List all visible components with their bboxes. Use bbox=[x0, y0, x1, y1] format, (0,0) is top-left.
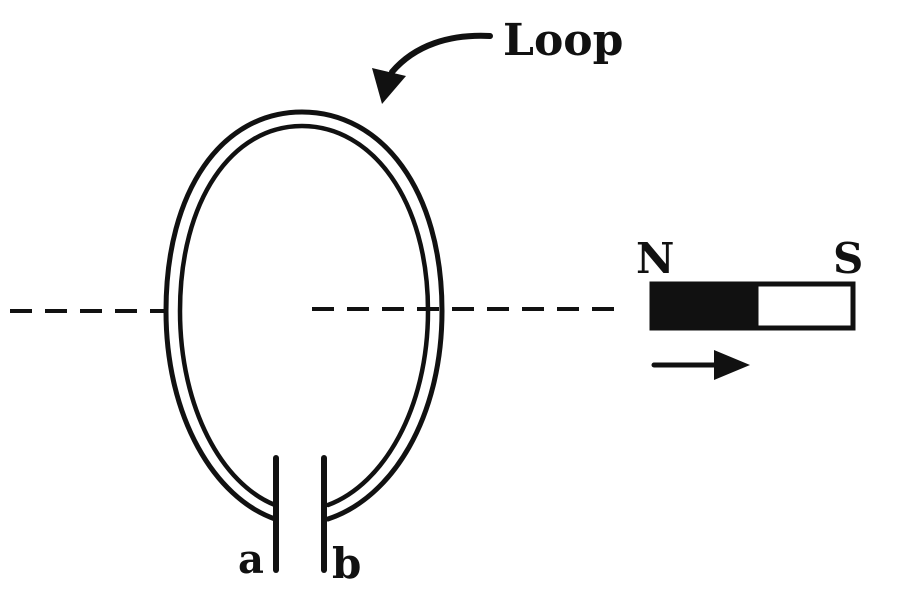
magnet-motion-arrowhead bbox=[714, 350, 750, 380]
terminal-b-label: b bbox=[332, 539, 361, 588]
wire-loop-outer bbox=[163, 109, 445, 522]
terminal-a-label: a bbox=[238, 536, 264, 583]
magnet-south-half bbox=[753, 281, 856, 331]
loop-pointer-line bbox=[389, 32, 493, 75]
loop-label: Loop bbox=[503, 15, 623, 66]
wire-loop-inner bbox=[177, 123, 431, 508]
loop-pointer-arrowhead bbox=[372, 68, 406, 104]
magnet-north-half bbox=[649, 281, 759, 331]
magnet-north-label: N bbox=[636, 234, 674, 283]
magnet-south-label: S bbox=[833, 234, 863, 283]
